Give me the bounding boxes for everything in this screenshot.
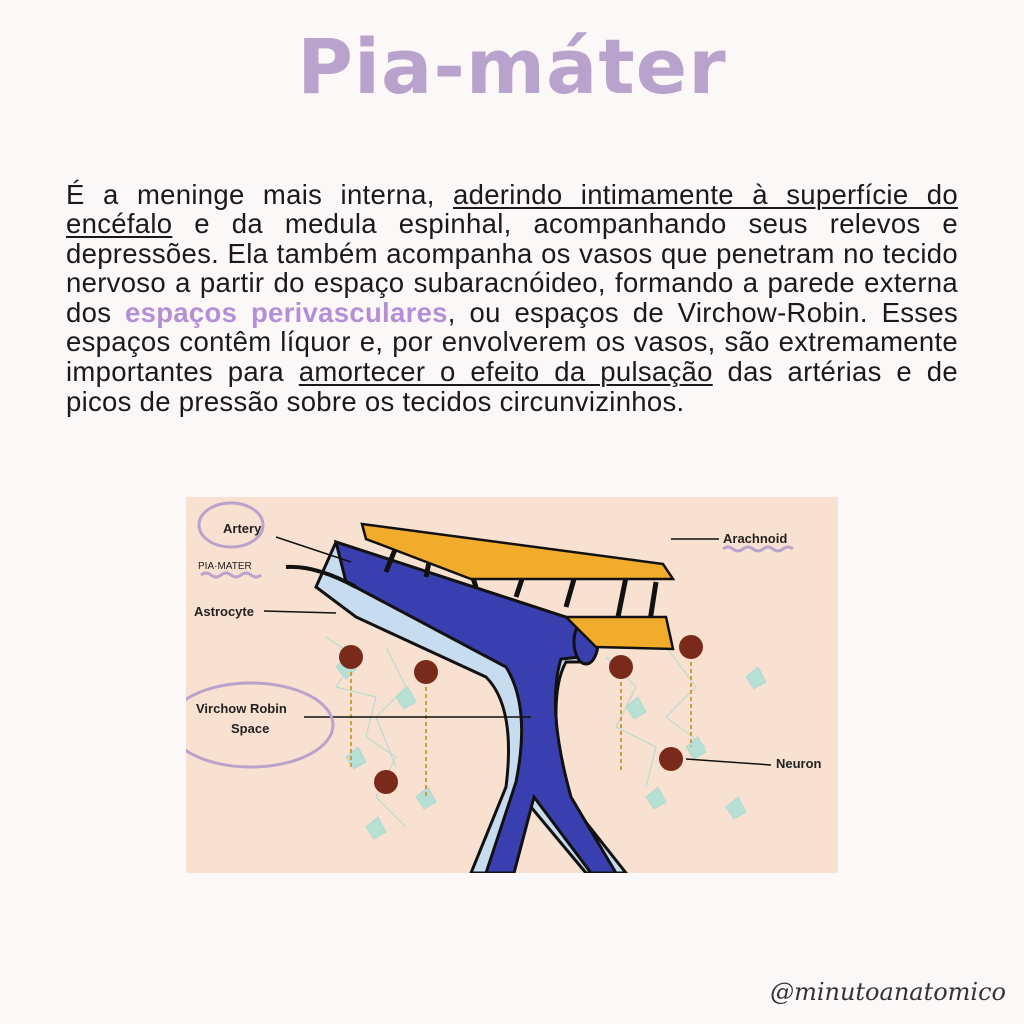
underlined-text: aderindo intimamente à superfície do enc… xyxy=(66,178,958,240)
neurons xyxy=(339,635,703,797)
label-lines xyxy=(263,536,772,766)
pia-mater-diagram: Artery PIA·MATER Astrocyte Virchow Robin… xyxy=(167,497,838,875)
highlighted-term: espaços perivasculares xyxy=(125,296,448,328)
label-virchow-robin: Virchow Robin xyxy=(196,701,287,716)
diagram-illustration: Artery PIA·MATER Astrocyte Virchow Robin… xyxy=(167,501,822,875)
underlined-text: amortecer o efeito da pulsação xyxy=(298,356,713,388)
text-segment: É a meninge mais interna, xyxy=(66,178,454,210)
label-artery: Artery xyxy=(223,521,262,536)
body-paragraph: É a meninge mais interna, aderindo intim… xyxy=(66,178,958,417)
text-segment: das artérias e de picos de pressão sobre… xyxy=(66,356,958,417)
author-handle: @minutoanatomico xyxy=(770,978,1006,1006)
text-segment: , ou espaços de Virchow-Robin. Esses esp… xyxy=(66,296,958,388)
text-segment: e da medula espinhal, acompanhando seus … xyxy=(66,208,958,328)
label-astrocyte: Astrocyte xyxy=(194,604,254,619)
vessel xyxy=(314,539,630,875)
label-virchow-space: Space xyxy=(231,721,269,736)
label-pia-mater: PIA·MATER xyxy=(198,561,252,572)
arachnoid-layer xyxy=(360,522,676,651)
page-title: Pia-máter xyxy=(297,22,727,111)
label-neuron: Neuron xyxy=(776,756,822,771)
label-arachnoid: Arachnoid xyxy=(723,531,787,546)
